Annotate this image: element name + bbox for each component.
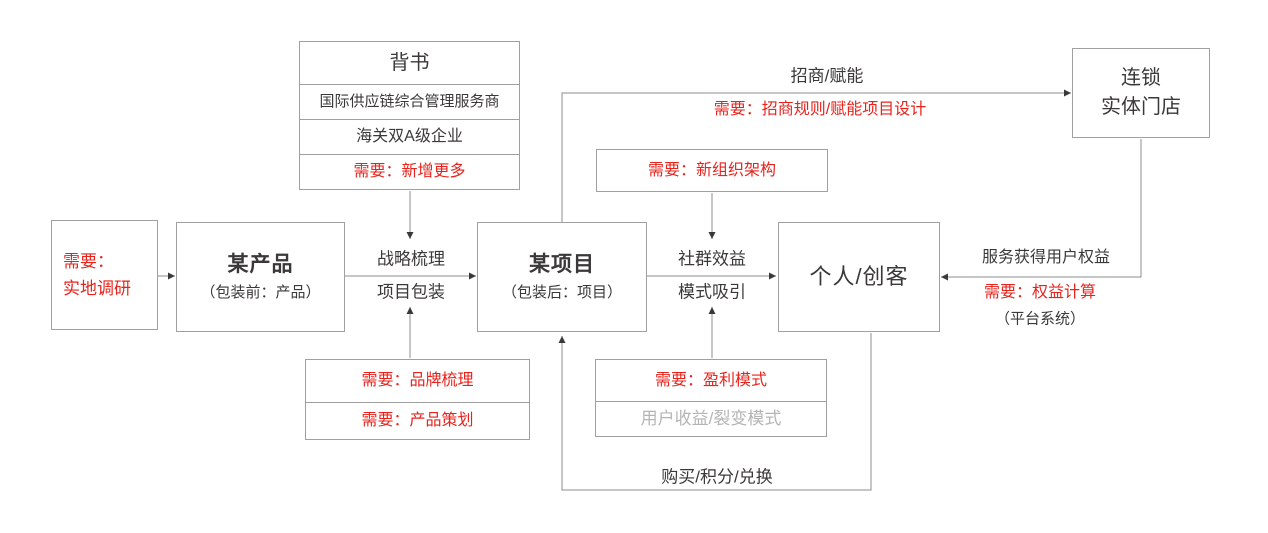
edge-label-purchase: 购买/积分/兑换 [661,467,773,487]
edge-label-strategy-bottom: 项目包装 [377,282,445,302]
edge-label-merchant-need: 需要：招商规则/赋能项目设计 [713,101,927,118]
brand-box: 需要：品牌梳理 需要：产品策划 [305,359,530,440]
endorsement-credential-2: 海关双A级企业 [300,119,519,154]
project-subtitle: （包装后：项目） [501,283,622,301]
product-box: 某产品 （包装前：产品） [176,222,345,332]
product-title: 某产品 [227,253,294,277]
edge-label-service: 服务获得用户权益 [981,249,1111,266]
chain-store-line2: 实体门店 [1101,96,1181,118]
edge-label-community-top: 社群效益 [678,249,746,269]
edge-label-merchant: 招商/赋能 [790,66,864,86]
product-subtitle: （包装前：产品） [200,283,321,301]
edge-label-strategy-top: 战略梳理 [377,249,445,269]
endorsement-credential-1: 国际供应链综合管理服务商 [300,84,519,119]
new-org-need: 需要：新组织架构 [647,161,776,179]
project-title: 某项目 [529,253,595,277]
project-box: 某项目 （包装后：项目） [477,222,647,332]
endorsement-title: 背书 [389,51,430,74]
profit-mode: 用户收益/裂变模式 [596,401,826,436]
chain-store-box: 连锁 实体门店 [1072,48,1210,138]
connector-project-to-chainstore [561,89,1071,222]
person-title: 个人/创客 [809,264,909,290]
field-research-line1: 需要： [63,252,114,271]
chain-store-line1: 连锁 [1121,67,1161,89]
profit-need: 需要：盈利模式 [654,371,767,389]
brand-need-2: 需要：产品策划 [306,402,529,439]
field-research-box: 需要： 实地调研 [51,220,158,330]
brand-need-1: 需要：品牌梳理 [361,372,474,390]
field-research-line2: 实地调研 [63,279,131,298]
connector-person-to-project-bottom [558,333,872,491]
edge-label-service-sub: （平台系统） [994,310,1086,328]
edge-label-community-bottom: 模式吸引 [678,282,746,302]
connector-chainstore-to-person [941,139,1142,281]
endorsement-need: 需要：新增更多 [300,154,519,189]
person-box: 个人/创客 [778,222,940,332]
edge-label-service-need: 需要：权益计算 [983,284,1097,301]
endorsement-box: 背书 国际供应链综合管理服务商 海关双A级企业 需要：新增更多 [299,41,520,190]
new-org-box: 需要：新组织架构 [596,149,828,192]
profit-box: 需要：盈利模式 用户收益/裂变模式 [595,359,827,437]
